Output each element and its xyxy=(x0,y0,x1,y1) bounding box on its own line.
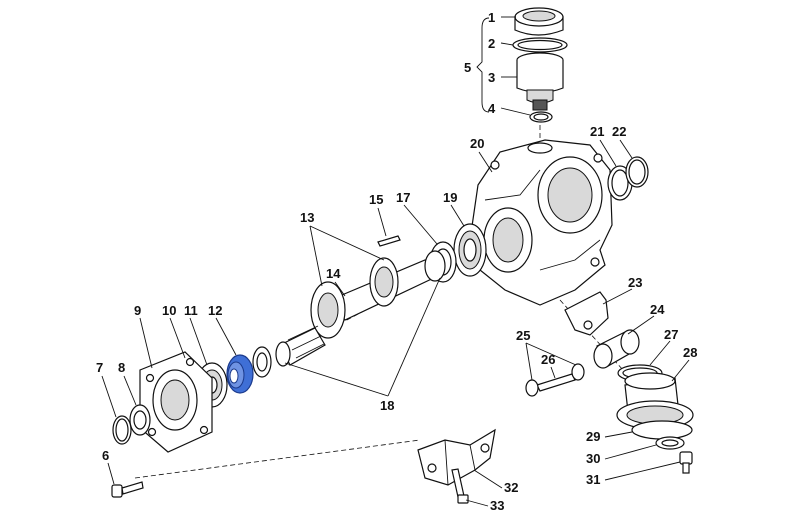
label-10: 10 xyxy=(162,303,176,318)
label-4: 4 xyxy=(488,101,496,116)
part-seal-8 xyxy=(129,404,151,436)
label-20: 20 xyxy=(470,136,484,151)
label-19: 19 xyxy=(443,190,457,205)
part-bracket-23 xyxy=(564,291,609,336)
part-cup-housing-28 xyxy=(616,372,694,430)
label-1: 1 xyxy=(488,10,495,25)
part-washer-30 xyxy=(655,436,685,450)
part-bolt-33 xyxy=(451,468,469,504)
part-key-15 xyxy=(377,235,401,247)
part-bushing-24 xyxy=(593,329,640,369)
label-18: 18 xyxy=(380,398,394,413)
label-9: 9 xyxy=(134,303,141,318)
leader-lines xyxy=(101,16,690,507)
label-25: 25 xyxy=(516,328,530,343)
label-2: 2 xyxy=(488,36,495,51)
part-screw-31 xyxy=(679,451,693,474)
part-washer-top xyxy=(529,111,553,123)
label-26: 26 xyxy=(541,352,555,367)
part-cap xyxy=(514,7,564,36)
part-ring-25 xyxy=(525,363,585,397)
part-bearing-19 xyxy=(453,223,487,277)
part-number-labels: 1 2 3 4 5 6 7 8 9 10 11 12 13 14 15 17 1… xyxy=(96,10,697,513)
label-15: 15 xyxy=(369,192,383,207)
label-31: 31 xyxy=(586,472,600,487)
part-snap-ring-7 xyxy=(112,415,132,445)
part-flange-cover-9 xyxy=(139,351,213,453)
label-5: 5 xyxy=(464,60,471,75)
label-22: 22 xyxy=(612,124,626,139)
label-21: 21 xyxy=(590,124,604,139)
part-washer-12b xyxy=(252,346,272,378)
part-gear-shaft-14 xyxy=(275,250,446,367)
label-6: 6 xyxy=(102,448,109,463)
label-13: 13 xyxy=(300,210,314,225)
label-27: 27 xyxy=(664,327,678,342)
label-12: 12 xyxy=(208,303,222,318)
part-gasket-29 xyxy=(631,420,693,440)
label-8: 8 xyxy=(118,360,125,375)
label-11: 11 xyxy=(184,303,198,318)
part-bolt-6 xyxy=(111,481,144,498)
label-7: 7 xyxy=(96,360,103,375)
label-17: 17 xyxy=(396,190,410,205)
label-28: 28 xyxy=(683,345,697,360)
label-14: 14 xyxy=(326,266,341,281)
label-3: 3 xyxy=(488,70,495,85)
label-23: 23 xyxy=(628,275,642,290)
part-snap-ring-top xyxy=(512,37,568,53)
label-29: 29 xyxy=(586,429,600,444)
part-gearbox-housing xyxy=(469,139,613,306)
label-30: 30 xyxy=(586,451,600,466)
label-33: 33 xyxy=(490,498,504,513)
part-oil-seal-12-highlighted xyxy=(226,354,254,394)
part-mount-bracket-32 xyxy=(417,428,496,486)
label-32: 32 xyxy=(504,480,518,495)
part-pin-26 xyxy=(536,373,576,392)
label-24: 24 xyxy=(650,302,665,317)
part-snap-ring-22 xyxy=(625,156,649,188)
part-breather-body xyxy=(516,52,564,111)
